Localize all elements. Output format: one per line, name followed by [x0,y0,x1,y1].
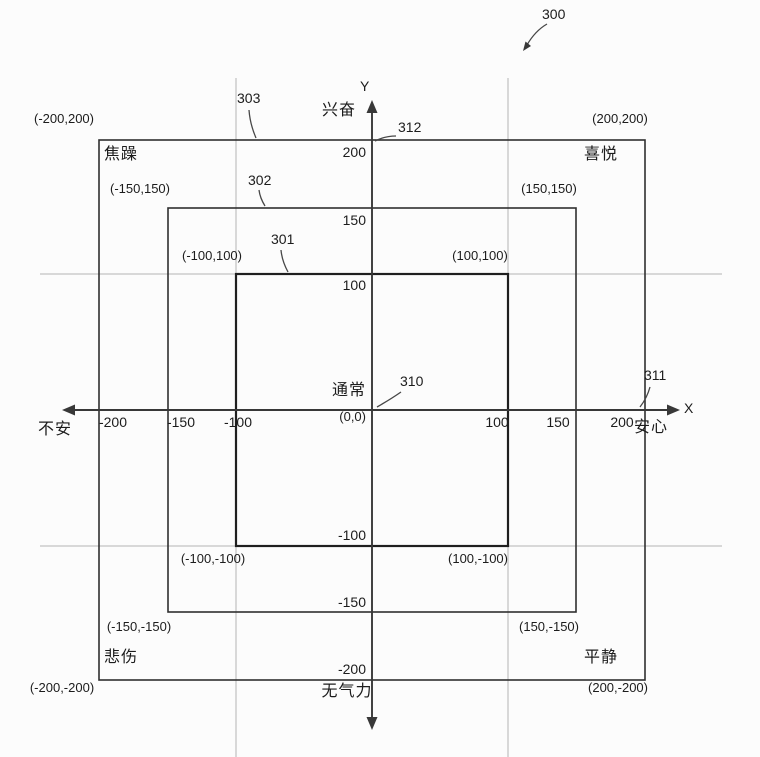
y-tick-label-neg200: -200 [337,661,366,677]
quadrant-top-right-label: 喜悦 [584,146,619,163]
callout-302-label: 302 [248,172,272,188]
y-tick-label-pos150: 150 [342,212,366,228]
y-tick-label-pos200: 200 [342,144,366,160]
corner-coordinate-label: (-200,-200) [29,680,95,695]
origin-coordinate-label: (0,0) [339,409,366,424]
y-axis-letter: Y [360,78,370,94]
y-axis-bottom-arrowhead [366,717,378,730]
x-axis-negative-label: 不安 [38,421,73,438]
x-tick-label-pos150: 150 [546,414,570,430]
quadrant-bottom-right-label: 平静 [584,649,619,666]
corner-coordinate-label: (100,-100) [448,551,508,566]
y-tick-label-neg150: -150 [337,594,366,610]
x-axis-right-arrowhead [667,404,680,416]
y-tick-label-neg100: -100 [337,527,366,543]
x-tick-label-neg200: -200 [98,414,128,430]
x-axis-positive-label: 安心 [634,419,669,436]
corner-coordinate-label: (150,-150) [519,619,579,634]
y-axis-top-arrowhead [366,100,378,113]
leader-310 [376,391,402,408]
leader-301 [280,249,289,273]
corner-coordinate-label: (-200,200) [34,111,94,126]
y-tick-label-pos100: 100 [342,277,366,293]
x-tick-label-pos100: 100 [485,414,509,430]
leader-303 [248,109,257,139]
figure-number-arrow [526,23,548,46]
callout-301-label: 301 [271,231,295,247]
x-axis-letter: X [684,400,694,416]
leader-311 [639,386,651,408]
x-tick-label-pos200: 200 [610,414,634,430]
callout-311-label: 311 [644,367,667,383]
quadrant-bottom-left-label: 悲伤 [104,649,139,666]
leader-302 [258,189,266,207]
corner-coordinate-label: (-100,100) [182,248,242,263]
leader-312 [374,135,397,142]
corner-coordinate-label: (-150,-150) [106,619,172,634]
x-tick-label-neg150: -150 [166,414,196,430]
callout-310-label: 310 [400,373,424,389]
x-tick-label-neg100: -100 [223,414,253,430]
callout-303-label: 303 [237,90,261,106]
corner-coordinate-label: (200,-200) [588,680,648,695]
quadrant-top-left-label: 焦躁 [104,146,139,163]
y-axis-negative-label: 无气力 [321,683,373,700]
x-axis-left-arrowhead [62,404,75,416]
figure-number-label: 300 [542,6,566,22]
corner-coordinate-label: (-150,150) [110,181,170,196]
callout-312-label: 312 [398,119,422,135]
corner-coordinate-label: (100,100) [452,248,508,263]
origin-label: 通常 [331,382,366,399]
y-axis-positive-label: 兴奋 [321,102,357,119]
corner-coordinate-label: (200,200) [592,111,648,126]
figure-number-arrowhead [523,41,531,51]
corner-coordinate-label: (150,150) [521,181,577,196]
corner-coordinate-label: (-100,-100) [180,551,246,566]
